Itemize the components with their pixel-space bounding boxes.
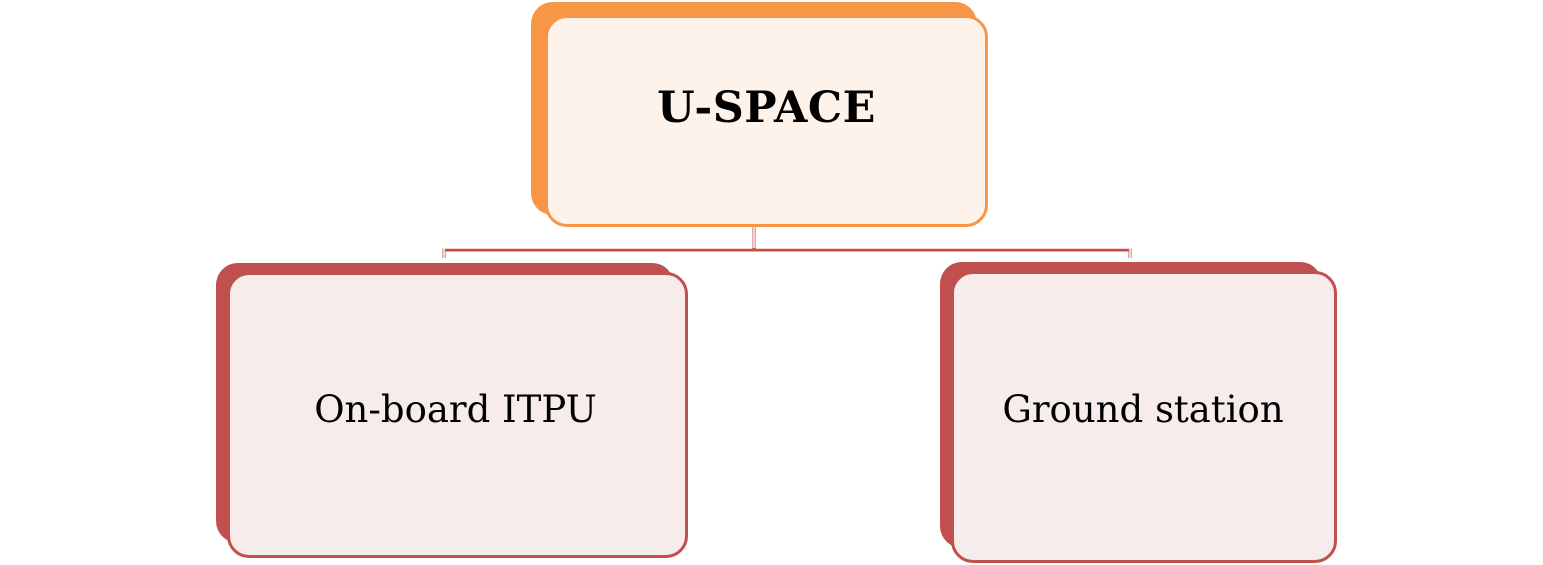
root-node: U-SPACE bbox=[545, 15, 988, 227]
child-node-ground-station: Ground station bbox=[951, 271, 1337, 563]
connector-branch-right bbox=[754, 248, 1132, 258]
root-node-label: U-SPACE bbox=[657, 83, 876, 133]
child-node-label: On-board ITPU bbox=[314, 387, 597, 431]
connector-branch-left bbox=[442, 248, 754, 258]
child-node-onboard-itpu: On-board ITPU bbox=[227, 272, 688, 558]
child-node-label: Ground station bbox=[1002, 387, 1284, 431]
